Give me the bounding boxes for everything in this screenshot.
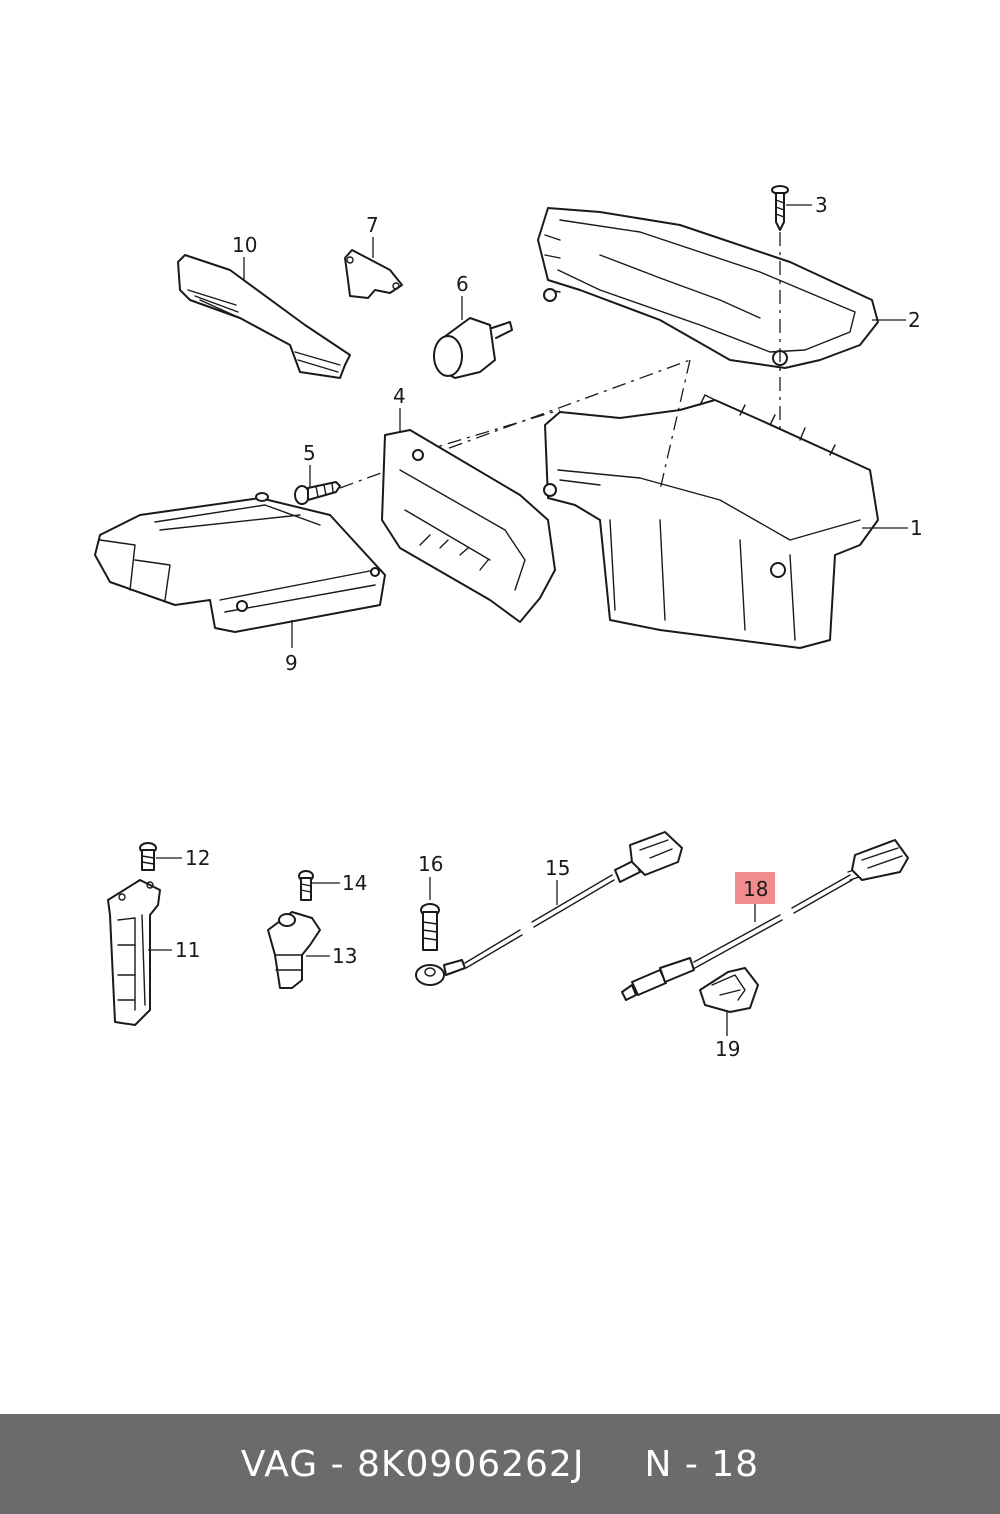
bolt-part-16 [420,903,440,951]
callout-18: 18 [743,877,768,901]
callout-labels: 1 2 3 4 5 6 7 9 10 11 12 13 14 15 16 18 … [175,193,923,1061]
screw-part-3 [771,185,789,231]
engine-control-unit [94,492,386,633]
callout-9: 9 [285,651,298,675]
air-filter-housing [543,394,879,649]
air-filter-cover [537,207,879,369]
bolt-part-12 [139,842,157,871]
highlight-box [735,872,775,904]
callout-leaders [148,204,908,1036]
footer-position-ref: N - 18 [644,1443,760,1485]
callout-15: 15 [545,856,570,880]
callout-12: 12 [185,846,210,870]
relay-holder [344,249,403,299]
cable-clip [699,967,759,1013]
callout-6: 6 [456,272,469,296]
callout-16: 16 [418,852,443,876]
lambda-probe [621,839,909,1001]
callout-13: 13 [332,944,357,968]
callout-3: 3 [815,193,828,217]
parts-diagram: 1 2 3 4 5 6 7 9 10 11 12 13 14 15 16 18 … [94,185,923,1061]
footer-part-ref: VAG - 8K0906262J [240,1443,585,1485]
callout-1: 1 [910,516,923,540]
footer-bar: VAG - 8K0906262J N - 18 [0,1414,1000,1514]
callout-11: 11 [175,938,200,962]
screw-part-5 [294,481,341,505]
callout-10: 10 [232,233,257,257]
sensor-bracket [107,879,161,1026]
callout-4: 4 [393,384,406,408]
callout-14: 14 [342,871,367,895]
callout-7: 7 [366,213,379,237]
callout-2: 2 [908,308,921,332]
relay [433,317,513,379]
cover-strip [177,254,351,379]
callout-5: 5 [303,441,316,465]
control-unit-bracket [381,429,556,623]
knock-sensor [415,831,683,986]
bolt-part-14 [298,870,314,901]
callout-19: 19 [715,1037,740,1061]
speed-sensor [267,911,321,989]
